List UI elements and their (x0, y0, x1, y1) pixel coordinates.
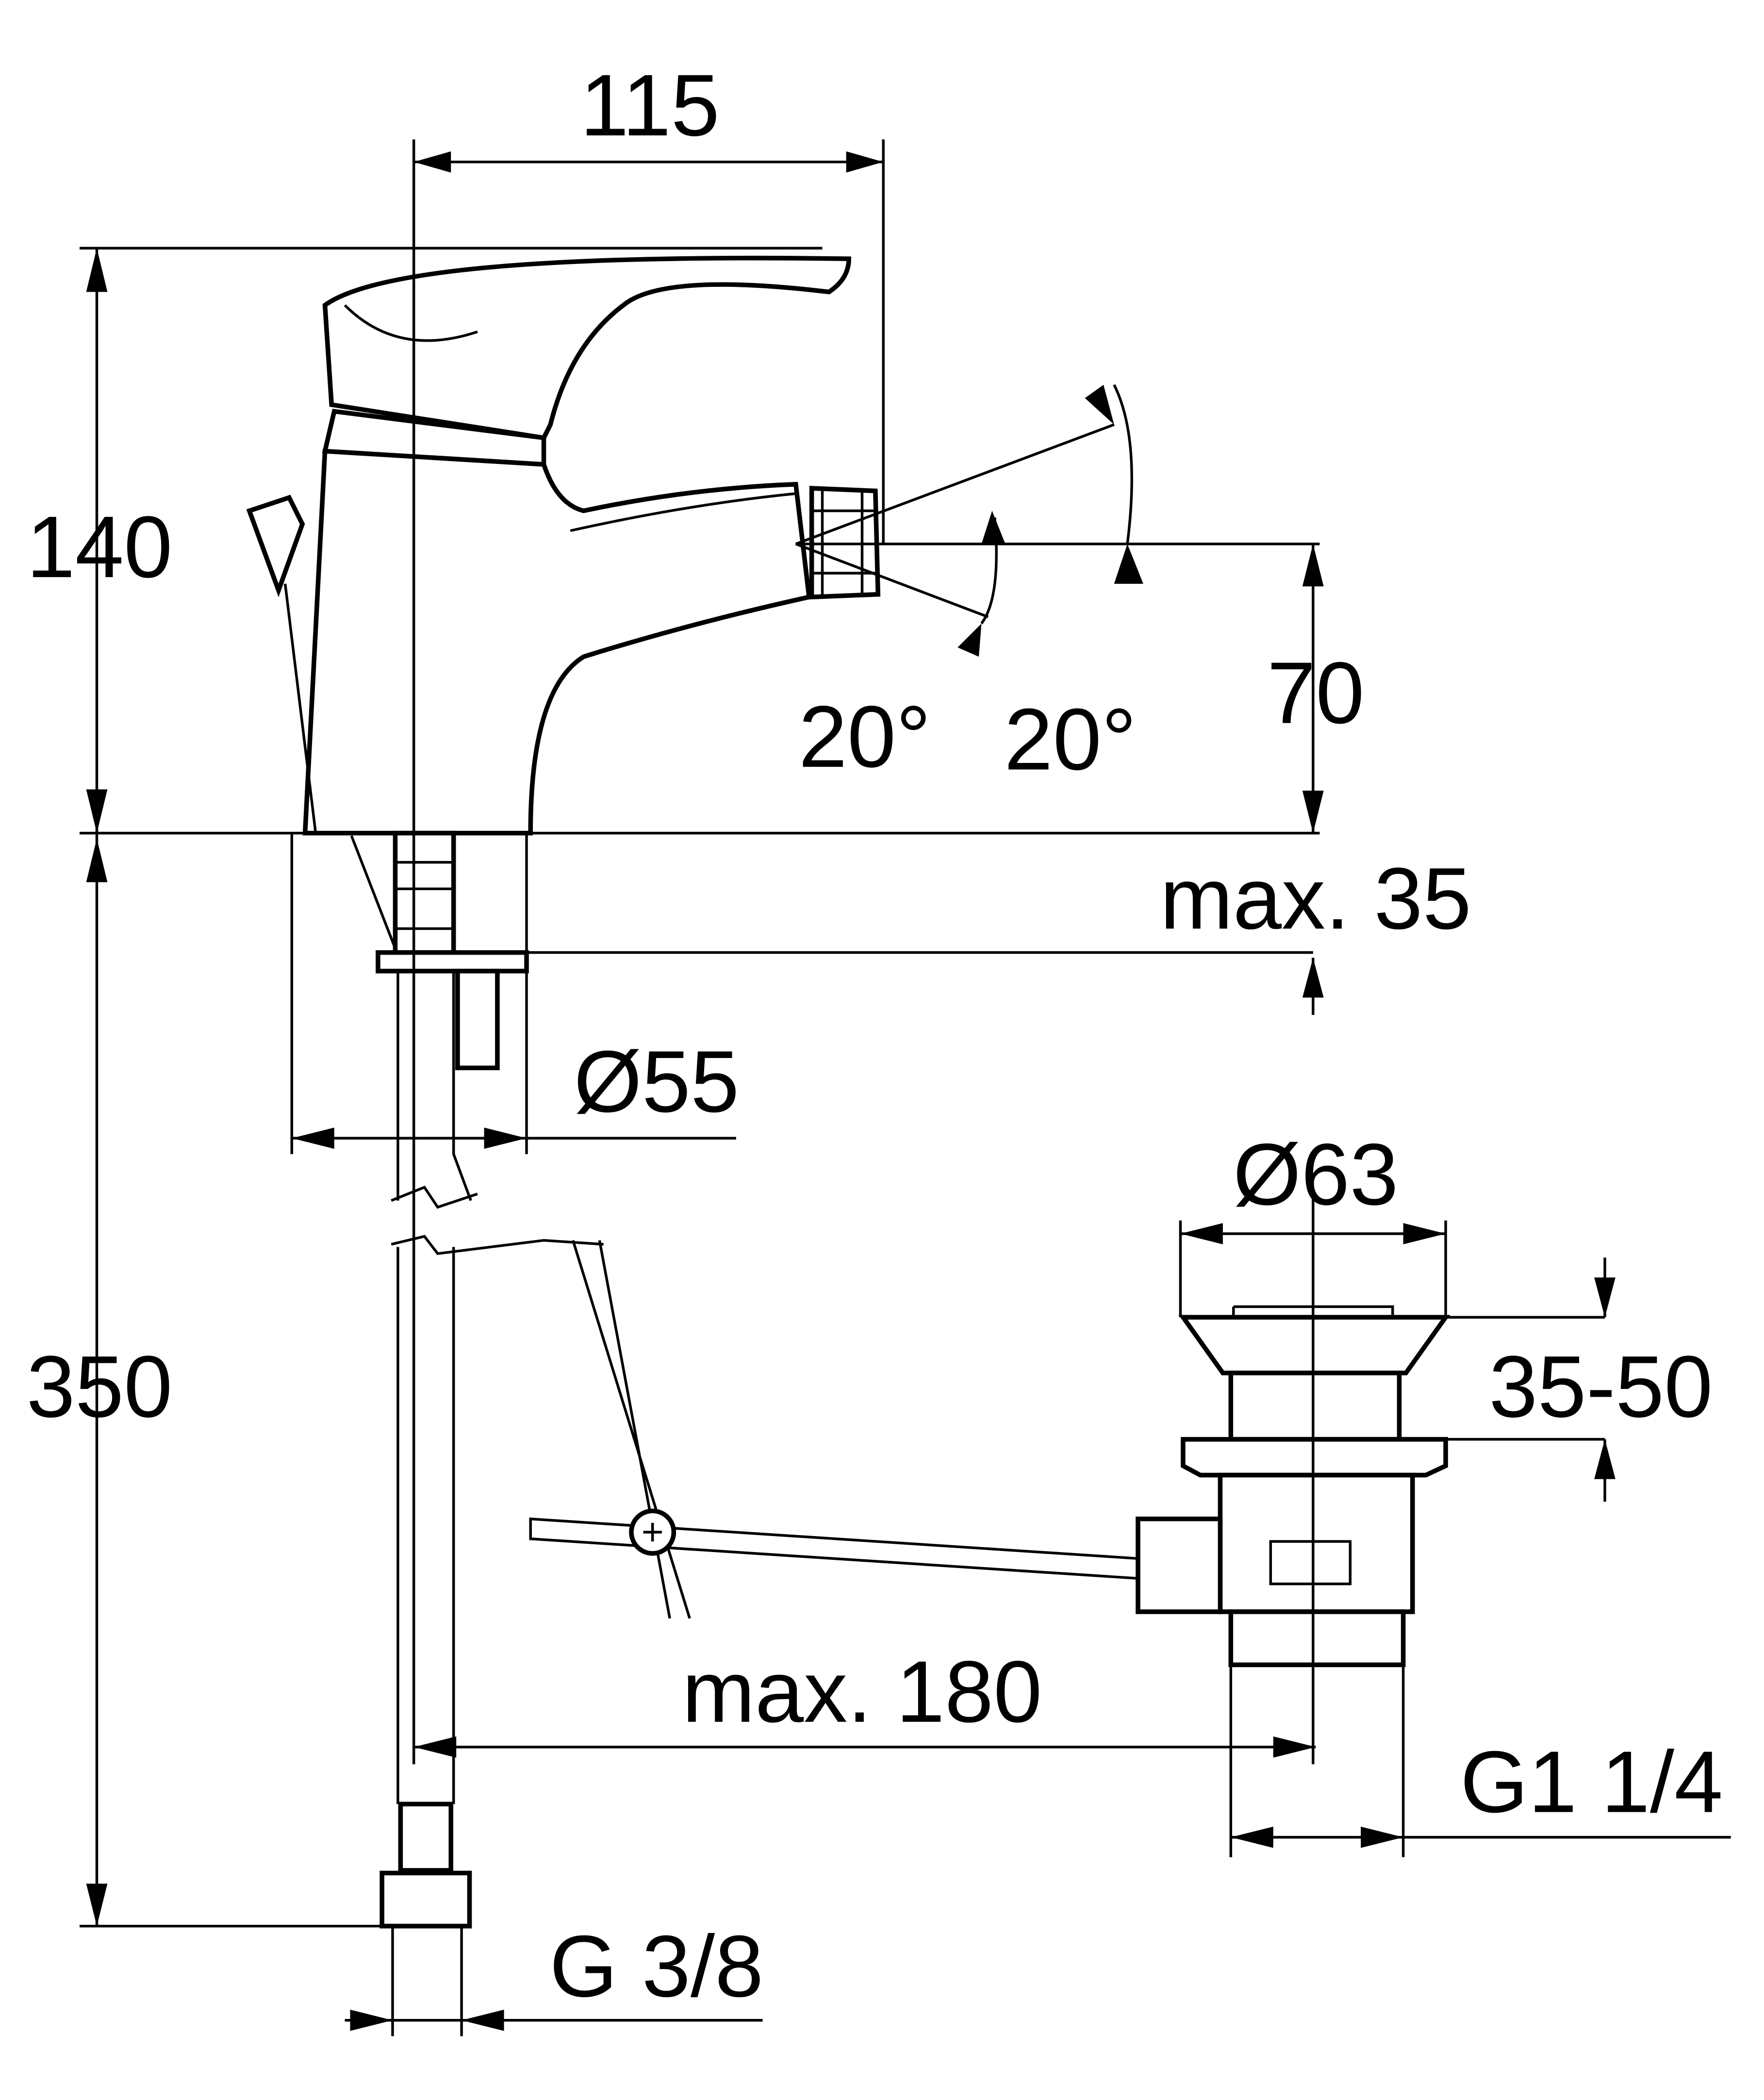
dim-g-3-8: G 3/8 (549, 1918, 763, 2016)
dim-140: 140 (27, 498, 173, 596)
dim-115: 115 (580, 57, 720, 154)
dimension-lines (86, 151, 1731, 2031)
dim-d63: Ø63 (1233, 1126, 1399, 1224)
waste-assembly (1136, 1305, 1451, 1668)
dim-max-180: max. 180 (682, 1643, 1042, 1741)
under-deck-parts (350, 830, 1142, 1929)
dim-g1-1-4: G1 1/4 (1460, 1734, 1723, 1831)
dim-angle-down: 20° (799, 688, 931, 786)
dim-350: 350 (27, 1338, 173, 1436)
dim-d55: Ø55 (574, 1033, 739, 1131)
faucet-body (246, 255, 881, 836)
dim-angle-up: 20° (1004, 691, 1137, 788)
dim-max-35: max. 35 (1160, 850, 1471, 947)
dim-70: 70 (1267, 645, 1365, 742)
extension-lines (79, 139, 1605, 2036)
dim-35-50: 35-50 (1489, 1338, 1713, 1436)
